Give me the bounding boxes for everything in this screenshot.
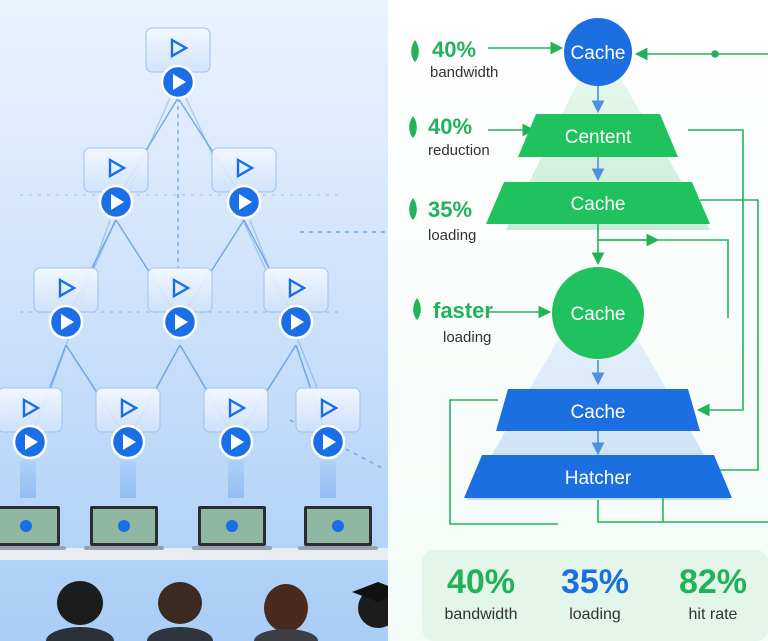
annotation-label: bandwidth (430, 64, 498, 81)
leaf-icon (409, 116, 417, 138)
laptop-base (84, 546, 164, 550)
video-node (211, 147, 277, 220)
video-nodes (0, 27, 361, 460)
stat-bandwidth: 40% bandwidth (426, 562, 536, 624)
laptop-icon (298, 506, 378, 550)
stat-label: hit rate (688, 606, 738, 623)
stat-loading: 35% loading (540, 562, 650, 624)
play-icon (231, 434, 244, 450)
laptop-icon (0, 506, 66, 550)
distribution-tree-panel (0, 0, 388, 641)
cache-layer-lower-label: Cache (571, 402, 626, 423)
play-icon (226, 520, 238, 532)
laptop-icon (84, 506, 164, 550)
person-icon (147, 582, 213, 641)
stats-panel: 40% bandwidth 35% loading 82% hit rate (422, 550, 768, 641)
laptop-base (298, 546, 378, 550)
cache-layer-upper-label: Cache (571, 194, 626, 215)
stat-hit-rate: 82% hit rate (658, 562, 768, 624)
content-layer (518, 114, 678, 157)
play-icon (22, 397, 41, 419)
desk (0, 548, 388, 560)
audience (46, 581, 388, 641)
cache-hierarchy-panel: Cache Centent Cache Cache Cache Hatcher … (388, 0, 768, 641)
annotation-bandwidth: 40% bandwidth (411, 37, 498, 81)
hatcher-layer (464, 455, 732, 498)
video-node (0, 387, 63, 460)
annotation-label: loading (443, 329, 491, 346)
play-icon (291, 314, 304, 330)
leaf-icon (413, 298, 421, 320)
stat-label: bandwidth (444, 606, 518, 623)
cache-circle-label: Cache (571, 304, 626, 325)
video-node (33, 267, 99, 340)
laptop-base (192, 546, 272, 550)
annotation-value: 35% (428, 197, 472, 222)
graduation-cap-icon (352, 582, 388, 628)
annotation-reduction: 40% reduction (409, 114, 490, 159)
play-icon (58, 277, 77, 299)
play-icon (120, 397, 139, 419)
laptops (0, 506, 378, 550)
play-icon (320, 397, 339, 419)
hatcher-layer-label: Hatcher (565, 468, 632, 489)
cache-layer-lower (496, 389, 700, 431)
download-beams (20, 460, 336, 498)
play-icon (323, 434, 336, 450)
stat-label: loading (569, 606, 621, 623)
annotation-value: 40% (428, 114, 472, 139)
laptop-base (0, 546, 66, 550)
play-icon (20, 520, 32, 532)
distribution-tree (0, 27, 388, 641)
laptop-icon (192, 506, 272, 550)
play-icon (118, 520, 130, 532)
cache-layer-upper (486, 182, 710, 224)
annotation-value: 40% (432, 37, 476, 62)
leaf-icon (411, 40, 419, 62)
person-icon (254, 584, 318, 641)
annotation-label: reduction (428, 142, 490, 159)
play-icon (236, 157, 255, 179)
play-icon (288, 277, 307, 299)
play-icon (332, 520, 344, 532)
video-node (145, 27, 211, 100)
video-node (203, 387, 269, 460)
top-cache-label: Cache (571, 43, 626, 64)
stat-value: 82% (678, 563, 748, 601)
top-cache-node (564, 18, 632, 86)
video-node (83, 147, 149, 220)
play-icon (173, 74, 186, 90)
play-icon (123, 434, 136, 450)
play-icon (170, 37, 189, 59)
content-layer-label: Centent (565, 127, 632, 148)
annotation-label: loading (428, 227, 476, 244)
video-node (95, 387, 161, 460)
person-icon (46, 581, 114, 641)
annotation-faster: faster loading (413, 298, 493, 346)
play-icon (228, 397, 247, 419)
play-icon (239, 194, 252, 210)
play-icon (108, 157, 127, 179)
play-icon (111, 194, 124, 210)
stat-value: 35% (560, 563, 630, 601)
annotation-loading: 35% loading (409, 197, 476, 244)
video-node (147, 267, 213, 340)
video-node (295, 387, 361, 460)
play-icon (175, 314, 188, 330)
play-icon (172, 277, 191, 299)
leaf-icon (409, 198, 417, 220)
stat-value: 40% (446, 563, 516, 601)
play-icon (25, 434, 38, 450)
video-node (263, 267, 329, 340)
play-icon (61, 314, 74, 330)
annotation-value: faster (433, 298, 493, 323)
cache-hierarchy: Cache Centent Cache Cache Cache Hatcher … (409, 18, 768, 525)
cache-circle-node (552, 267, 644, 359)
